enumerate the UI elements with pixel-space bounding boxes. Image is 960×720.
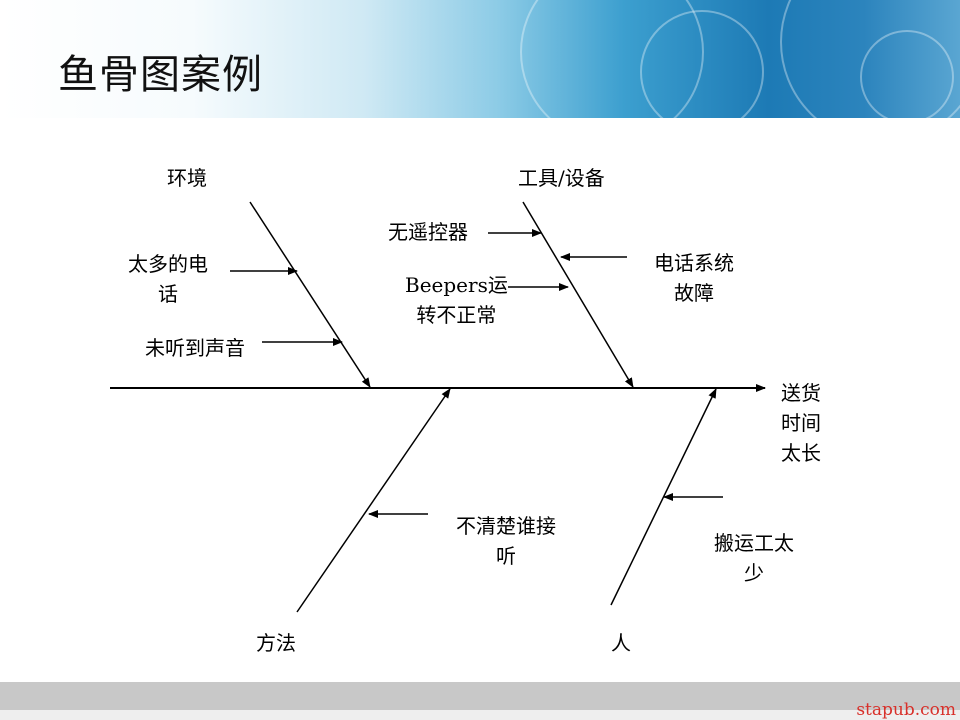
effect-label: 送货 时间 太长 (781, 378, 821, 468)
cause-too-many-calls-line1: 太多的电 (128, 252, 208, 276)
cause-unclear-who-line1: 不清楚谁接 (456, 514, 556, 538)
bone-environment (249, 201, 371, 388)
cause-too-many-calls: 太多的电 话 (128, 249, 208, 309)
category-tools: 工具/设备 (518, 166, 605, 190)
effect-line2: 时间 (781, 411, 821, 435)
category-people: 人 (611, 631, 631, 655)
cause-phone-system: 电话系统 故障 (654, 248, 734, 308)
cause-beepers-line2: 转不正常 (416, 303, 497, 327)
cause-too-many-calls-line2: 话 (158, 282, 178, 306)
cause-phone-system-line2: 故障 (674, 281, 714, 305)
effect-line1: 送货 (781, 381, 821, 405)
cause-few-movers-line1: 搬运工太 (714, 531, 794, 555)
cause-phone-system-line1: 电话系统 (654, 251, 734, 275)
slide-header: 鱼骨图案例 (0, 0, 960, 118)
cause-unclear-who-line2: 听 (496, 544, 516, 568)
effect-line3: 太长 (781, 441, 821, 465)
cause-beepers-line1: Beepers运 (405, 273, 508, 297)
bone-method (296, 388, 451, 613)
category-environment: 环境 (167, 166, 207, 190)
category-method: 方法 (256, 631, 296, 655)
slide-title: 鱼骨图案例 (58, 52, 263, 98)
cause-no-remote: 无遥控器 (388, 220, 468, 244)
watermark: stapub.com (856, 700, 956, 720)
footer-strip (0, 710, 960, 720)
bone-tools (522, 201, 634, 388)
cause-unclear-who: 不清楚谁接 听 (456, 511, 556, 571)
cause-few-movers-line2: 少 (744, 561, 764, 585)
footer-bar (0, 682, 960, 710)
cause-beepers: Beepers运 转不正常 (405, 270, 508, 330)
cause-few-movers: 搬运工太 少 (714, 528, 794, 588)
cause-not-heard: 未听到声音 (145, 336, 245, 360)
